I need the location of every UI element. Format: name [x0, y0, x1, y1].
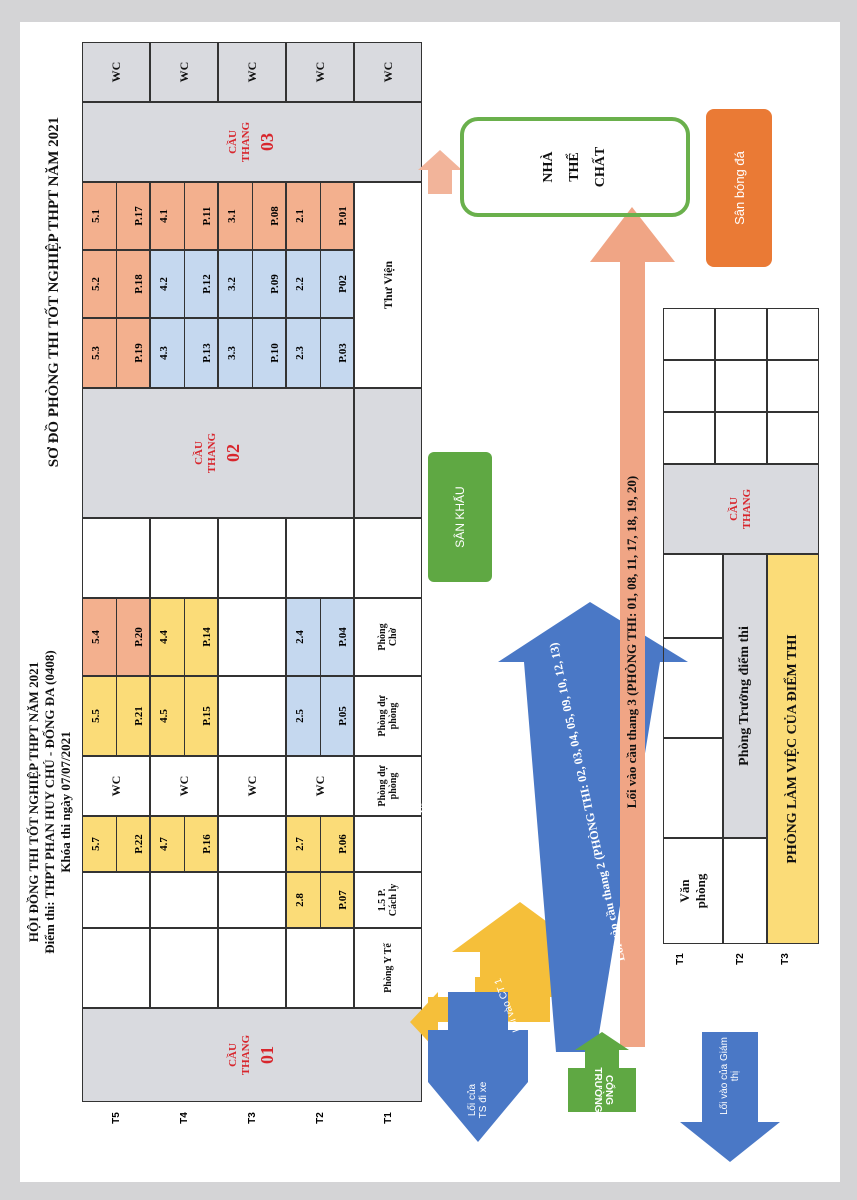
rotated-diagram: HỘI ĐỒNG THI TỐT NGHIỆP THPT NĂM 2021 Đi…	[20, 22, 840, 1182]
gt-text: Lối vào của Giám thị	[719, 1037, 741, 1115]
page-sheet: HỘI ĐỒNG THI TỐT NGHIỆP THPT NĂM 2021 Đi…	[20, 22, 840, 1182]
gate-arrow	[575, 1032, 629, 1068]
ts-text: Lối của TS đi xe	[467, 1081, 489, 1119]
empty-cell	[715, 412, 767, 464]
empty-cell	[767, 360, 819, 412]
site-arrows	[410, 150, 780, 1162]
empty-cell	[663, 412, 715, 464]
lower-floor-t3: T3	[779, 953, 791, 965]
room-truong-diem: Phòng Trưởng điểm thi	[723, 554, 767, 838]
empty-cell	[663, 360, 715, 412]
ct3-arrow	[590, 207, 675, 1047]
empty-cell	[723, 838, 767, 944]
empty-cell	[663, 738, 723, 838]
gymnasium: NHÀ THỂ CHẤT	[460, 117, 690, 217]
empty-cell	[663, 308, 715, 360]
van-phong: Văn phòng	[663, 838, 723, 944]
ts-arrow	[428, 992, 528, 1142]
empty-cell	[663, 554, 723, 638]
empty-cell	[715, 308, 767, 360]
empty-cell	[715, 360, 767, 412]
gate-box	[568, 1068, 636, 1112]
football-field: Sân bóng đá	[706, 109, 772, 267]
stage: SÂN KHẤU	[428, 452, 492, 582]
office-stair: CẦU THANG	[663, 464, 819, 554]
empty-cell	[767, 412, 819, 464]
empty-cell	[663, 638, 723, 738]
room-lam-viec: PHÒNG LÀM VIỆC CỦA ĐIỂM THI	[767, 554, 819, 944]
gate-text: CỔNG TRƯỜNG	[592, 1067, 614, 1113]
stair-03-entrance-arrow	[418, 150, 462, 194]
lower-floor-t2: T2	[734, 953, 746, 965]
office-stair-label: CẦU THANG	[728, 488, 753, 530]
ct3-text: Lối vào cầu thang 3 (PHÒNG THI: 01, 08, …	[624, 475, 639, 809]
gt-arrow	[680, 1032, 780, 1162]
lower-floor-t1: T1	[674, 953, 686, 965]
empty-cell	[767, 308, 819, 360]
